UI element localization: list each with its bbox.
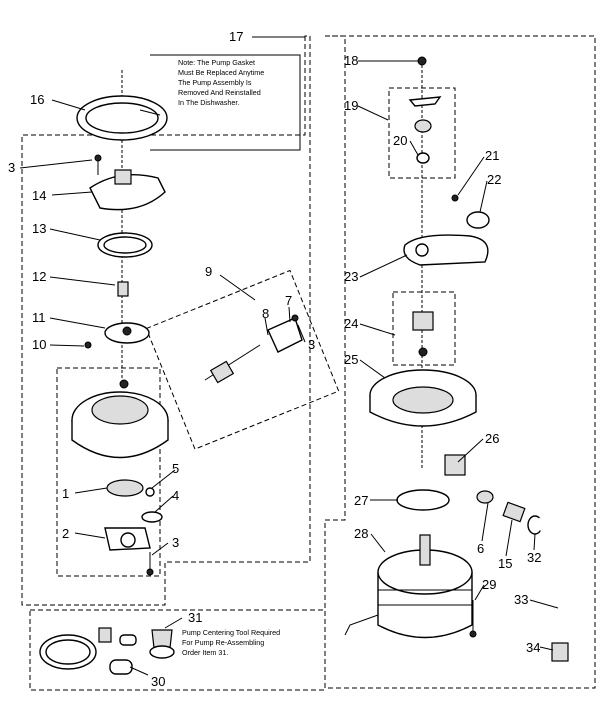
cover-plate-hub xyxy=(114,169,132,185)
note-top-line-2: Must Be Replaced Anytime xyxy=(178,68,264,77)
hose-end-34 xyxy=(551,642,569,662)
pump-housing-side xyxy=(71,420,169,459)
callout-10: 10 xyxy=(32,337,46,352)
note-top-line-3: The Pump Assembly Is xyxy=(178,78,252,87)
screw-21 xyxy=(451,194,459,202)
motor-wire xyxy=(344,614,379,636)
callout-5: 5 xyxy=(172,461,179,476)
callout-2: 2 xyxy=(62,526,69,541)
callout-17: 17 xyxy=(229,29,243,44)
disc-27 xyxy=(396,489,450,511)
note-box-outline xyxy=(150,54,301,151)
callout-19: 19 xyxy=(344,98,358,113)
callout-27: 27 xyxy=(354,493,368,508)
mounting-plate-23 xyxy=(403,234,489,266)
callout-1: 1 xyxy=(62,486,69,501)
callout-15: 15 xyxy=(498,556,512,571)
o-ring-13-inner xyxy=(103,236,147,254)
callout-20: 20 xyxy=(393,133,407,148)
callout-22: 22 xyxy=(487,172,501,187)
callout-14: 14 xyxy=(32,188,46,203)
o-ring-22 xyxy=(466,211,490,229)
leader-lines xyxy=(19,36,559,676)
callout-6: 6 xyxy=(477,541,484,556)
callout-3b: 3 xyxy=(308,337,315,352)
callout-11: 11 xyxy=(32,310,46,325)
screw-29-head xyxy=(469,630,477,638)
nut-12 xyxy=(117,281,129,297)
part-30c xyxy=(119,634,137,646)
screw-3a xyxy=(94,154,102,162)
impeller-11-hub xyxy=(122,326,132,336)
note-top-line-4: Removed And Reinstalled xyxy=(178,88,261,97)
note-bottom-line-3: Order Item 31. xyxy=(182,648,228,657)
note-top-line-5: In The Dishwasher. xyxy=(178,98,239,107)
drain-hose-33-inner xyxy=(537,517,574,621)
seal-washer-19 xyxy=(408,96,442,107)
pump-housing-port xyxy=(119,379,129,389)
fitting-6 xyxy=(476,490,494,504)
motor-shaft xyxy=(419,534,431,566)
o-ring-4 xyxy=(141,511,163,523)
callout-24: 24 xyxy=(344,316,358,331)
callout-18: 18 xyxy=(344,53,358,68)
callout-7: 7 xyxy=(285,293,292,308)
callout-25: 25 xyxy=(344,352,358,367)
fitting-15 xyxy=(502,501,526,523)
note-bottom-line-1: Pump Centering Tool Required xyxy=(182,628,280,637)
note-bottom-line-2: For Pump Re-Assembling xyxy=(182,638,264,647)
right-assembly-boundary xyxy=(324,35,596,689)
gasket-30a-inner xyxy=(45,639,91,665)
cover-plate xyxy=(89,173,166,211)
pump-subgroup-boundary xyxy=(56,367,161,577)
pump-housing-chamber xyxy=(91,395,149,425)
callout-31: 31 xyxy=(188,610,202,625)
impeller-subgroup-boundary xyxy=(392,291,456,366)
callout-9: 9 xyxy=(205,264,212,279)
valve-housing-7 xyxy=(267,317,303,353)
callout-3a: 3 xyxy=(8,160,15,175)
centering-tool-31-base xyxy=(149,645,175,659)
callout-3c: 3 xyxy=(172,535,179,550)
callout-26: 26 xyxy=(485,431,499,446)
motor-mount-25-chamber xyxy=(392,386,454,414)
part-30d xyxy=(109,659,133,675)
valve-seat-8 xyxy=(209,360,235,384)
main-assembly-boundary xyxy=(21,35,311,606)
shaft-24 xyxy=(412,311,434,331)
note-top-line-1: Note: The Pump Gasket xyxy=(178,58,255,67)
callout-12: 12 xyxy=(32,269,46,284)
seal-spring-19 xyxy=(414,119,432,133)
bracket-2-hole xyxy=(120,532,136,548)
callout-16: 16 xyxy=(30,92,44,107)
tool-kit-boundary xyxy=(29,609,326,691)
seal-cap-20 xyxy=(416,152,430,164)
callout-13: 13 xyxy=(32,221,46,236)
callout-21: 21 xyxy=(485,148,499,163)
callout-34: 34 xyxy=(526,640,540,655)
shaft-24-nut xyxy=(418,347,428,357)
nut-18 xyxy=(417,56,427,66)
small-part-5 xyxy=(145,487,155,497)
valve-subgroup-boundary xyxy=(145,269,340,450)
callout-23: 23 xyxy=(344,269,358,284)
callout-33: 33 xyxy=(514,592,528,607)
pump-gasket-inner xyxy=(85,102,159,134)
callout-8: 8 xyxy=(262,306,269,321)
callout-29: 29 xyxy=(482,577,496,592)
chopper-1 xyxy=(106,479,144,497)
callout-4: 4 xyxy=(172,488,179,503)
callout-30: 30 xyxy=(151,674,165,689)
part-30b xyxy=(98,627,112,643)
callout-32: 32 xyxy=(527,550,541,565)
callout-28: 28 xyxy=(354,526,368,541)
screw-3b xyxy=(291,314,299,322)
screw-10 xyxy=(84,341,92,349)
mounting-plate-hole xyxy=(415,243,429,257)
screw-3c-head xyxy=(146,568,154,576)
